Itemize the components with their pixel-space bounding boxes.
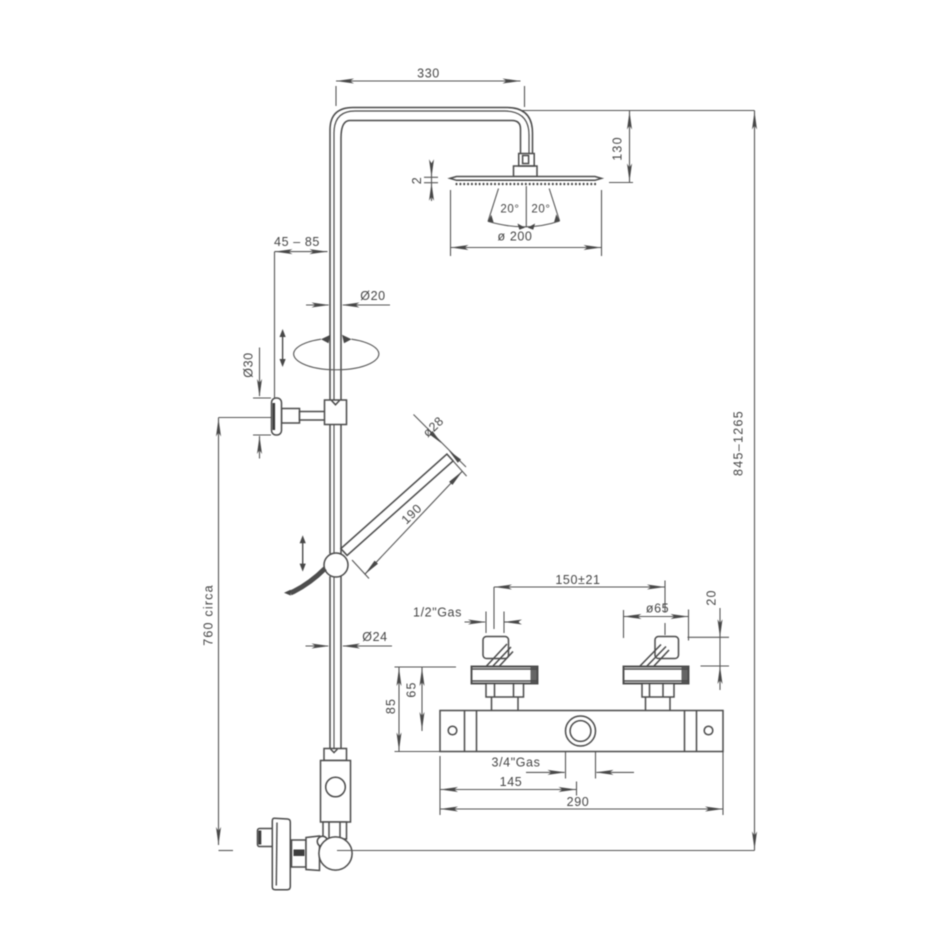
svg-text:Ø24: Ø24 xyxy=(362,630,387,644)
svg-text:20°: 20° xyxy=(531,204,550,216)
svg-text:845–1265: 845–1265 xyxy=(732,410,746,476)
svg-text:Ø20: Ø20 xyxy=(360,289,385,303)
svg-text:ø 200: ø 200 xyxy=(498,230,533,244)
svg-text:65: 65 xyxy=(405,681,419,697)
svg-text:150±21: 150±21 xyxy=(555,573,600,587)
svg-text:85: 85 xyxy=(384,698,398,714)
svg-text:130: 130 xyxy=(611,136,625,160)
svg-text:330: 330 xyxy=(417,67,440,81)
svg-text:Ø30: Ø30 xyxy=(242,352,256,377)
svg-text:1/2"Gas: 1/2"Gas xyxy=(413,606,462,620)
svg-text:2: 2 xyxy=(410,177,424,185)
svg-text:20: 20 xyxy=(705,589,719,605)
svg-text:ø65: ø65 xyxy=(646,602,669,616)
svg-text:760 circa: 760 circa xyxy=(202,584,216,646)
svg-text:290: 290 xyxy=(567,795,590,809)
svg-text:20°: 20° xyxy=(500,204,519,216)
svg-text:145: 145 xyxy=(500,775,523,789)
svg-text:3/4"Gas: 3/4"Gas xyxy=(492,756,541,770)
svg-text:45 – 85: 45 – 85 xyxy=(274,235,320,249)
